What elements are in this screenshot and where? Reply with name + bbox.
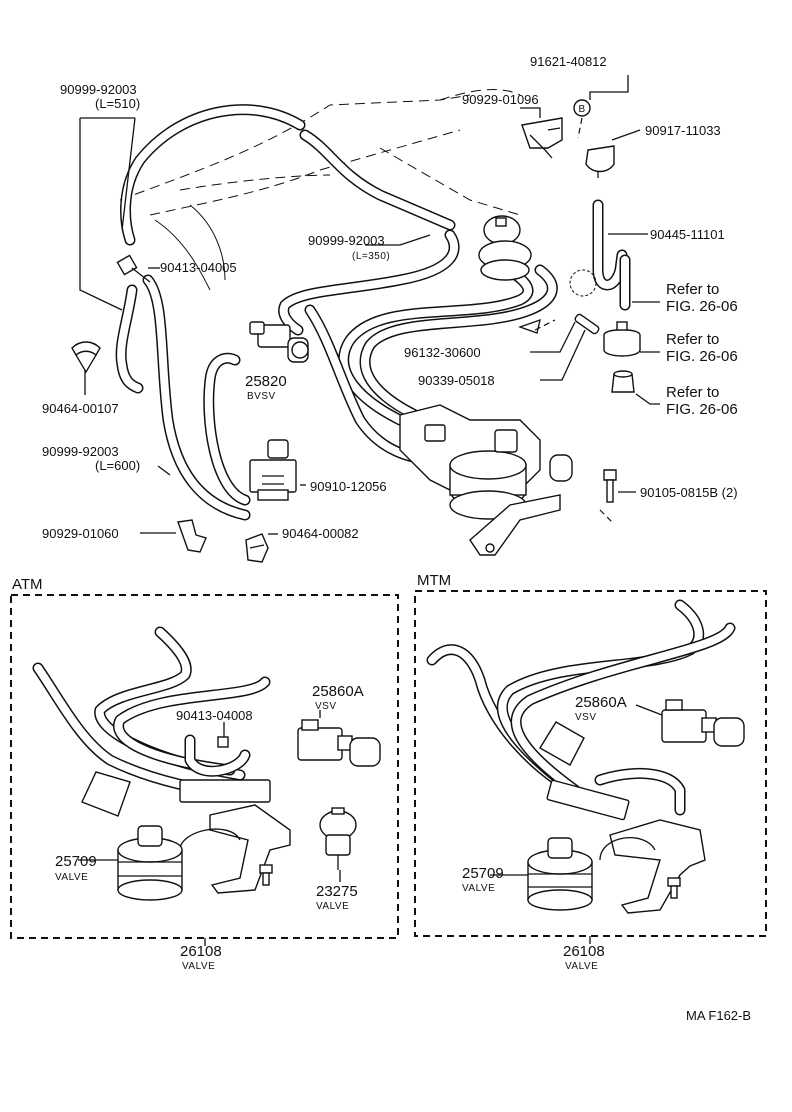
bvsv-25820 [249,321,309,363]
atm-bolt [259,864,273,886]
hose-90445 [592,199,631,311]
atm-label-25709: 25709 [55,853,97,870]
hose-left-vertical [115,284,144,394]
circle-b-label: B [579,104,586,115]
atm-box [10,594,399,939]
part-90339-05018 [574,313,600,335]
label-90464-00107: 90464-00107 [42,401,119,416]
mtm-bracket [546,779,706,914]
circle-b: B [573,99,591,139]
label-refer3-b: FIG. 26-06 [666,401,738,418]
label-hose-510-part: 90999-92003 [60,82,137,97]
label-bvsv: BVSV [247,391,276,402]
label-refer1-a: Refer to [666,281,719,298]
mtm-valve-25709 [527,837,593,911]
diaphragm-valve-upper [478,215,532,281]
atm-label-valve-25709: VALVE [55,872,88,883]
mtm-label-25709: 25709 [462,865,504,882]
atm-valve-25709 [117,825,183,901]
mtm-label-valve-26108: VALVE [565,961,598,972]
label-25820: 25820 [245,373,287,390]
bolt-90105-0815b [599,469,617,523]
label-90929-01096: 90929-01096 [462,92,539,107]
label-refer1-b: FIG. 26-06 [666,298,738,315]
atm-label-valve-26108: VALVE [182,961,215,972]
label-refer3-a: Refer to [666,384,719,401]
label-90910-12056: 90910-12056 [310,479,387,494]
clip-90464-00107 [71,341,101,374]
tee-90413-04005 [116,254,151,283]
label-hose-600-len: (L=600) [95,458,140,473]
mtm-title: MTM [417,572,451,589]
mtm-vsv-25860a [661,699,745,747]
cap-refer-3 [611,370,635,393]
leader-lines [79,75,660,535]
label-90445-11101: 90445-11101 [650,227,725,242]
atm-black-cap [81,771,131,817]
filter-refer-2 [603,321,641,357]
atm-label-26108: 26108 [180,943,222,960]
atm-label-vsv: VSV [315,701,337,712]
atm-label-25860a: 25860A [312,683,364,700]
hose-l600 [142,274,251,521]
label-91621-40812: 91621-40812 [530,54,607,69]
clip-90917-11033 [585,145,615,178]
mtm-section: MTM [414,572,767,972]
label-90917-11033: 90917-11033 [645,123,721,138]
clip-90464-00082 [245,533,269,563]
mtm-label-26108: 26108 [563,943,605,960]
hose-loop-center [203,352,251,506]
atm-valve-23275 [319,807,357,870]
label-90339-05018: 90339-05018 [418,373,495,388]
label-refer2-b: FIG. 26-06 [666,348,738,365]
atm-section: ATM [10,576,399,972]
label-90105-0815b: 90105-0815B (2) [640,485,738,500]
hose-l350 [278,229,460,336]
atm-label-23275: 23275 [316,883,358,900]
mtm-black-cap [539,721,585,766]
mtm-bolt [667,877,681,899]
atm-bracket [179,779,291,894]
bracket-90929-01096 [521,117,563,159]
label-hose-510-len: (L=510) [95,96,140,111]
mtm-hoses [426,599,736,816]
atm-vsv-25860a [297,719,381,767]
mtm-label-25860a: 25860A [575,694,627,711]
part-96132-30600 [518,269,597,334]
engine-outline [119,89,521,291]
atm-tee [217,736,229,748]
main-valve-assembly [399,404,573,556]
mtm-label-vsv: VSV [575,712,597,723]
hose-l510 [120,104,306,246]
label-hose-600-part: 90999-92003 [42,444,119,459]
label-hose-350-len: (L=350) [352,251,390,262]
label-refer2-a: Refer to [666,331,719,348]
bracket-90929-01060 [177,519,207,553]
top-labels: 90999-92003 (L=510) 91621-40812 90929-01… [42,54,738,541]
label-90929-01060: 90929-01060 [42,526,119,541]
atm-label-90413-04008: 90413-04008 [176,708,253,723]
label-90464-00082: 90464-00082 [282,526,359,541]
atm-title: ATM [12,576,43,593]
atm-label-valve-23275: VALVE [316,901,349,912]
figure-code: MA F162-B [686,1008,751,1023]
label-hose-350-part: 90999-92003 [308,233,385,248]
label-90413-04005: 90413-04005 [160,260,237,275]
label-96132-30600: 96132-30600 [404,345,481,360]
mtm-label-valve-25709: VALVE [462,883,495,894]
vsv-90910-12056 [249,439,297,501]
